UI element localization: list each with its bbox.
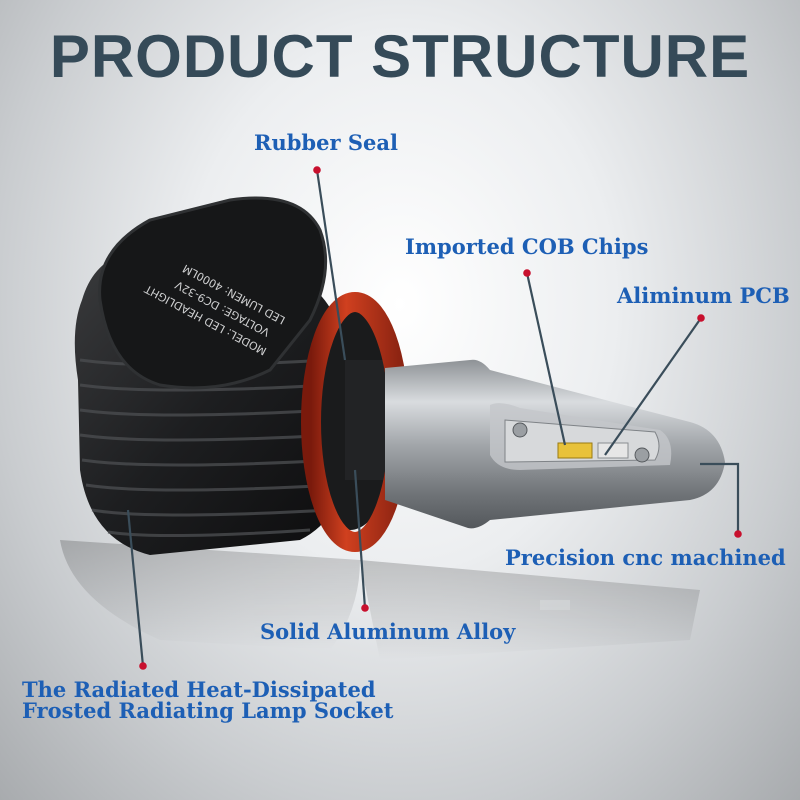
- leader-socket: [126, 509, 145, 667]
- label-aluminum-pcb: Aliminum PCB: [617, 283, 790, 308]
- leader-cnc: [700, 462, 740, 534]
- leader-alloy: [353, 469, 367, 609]
- leader-pcb: [604, 317, 702, 456]
- aluminum-body: [385, 359, 725, 529]
- leader-cob: [525, 272, 567, 446]
- heat-sink: [74, 196, 346, 555]
- label-lamp-socket-line-2: Frosted Radiating Lamp Socket: [22, 698, 394, 723]
- label-lamp-socket-line-1: The Radiated Heat-Dissipated: [22, 677, 376, 702]
- leader-rubber: [315, 169, 347, 361]
- label-lamp-socket: The Radiated Heat-Dissipated Frosted Rad…: [22, 679, 393, 721]
- bulb-reflection: [60, 540, 700, 660]
- label-rubber-seal: Rubber Seal: [254, 130, 398, 155]
- label-aluminum-alloy: Solid Aluminum Alloy: [260, 619, 516, 644]
- cob-chip: [557, 442, 593, 459]
- leader-lines: [126, 169, 740, 667]
- leader-dots: [139, 166, 742, 670]
- page-title: PRODUCT STRUCTURE: [49, 23, 751, 90]
- label-cnc-machined: Precision cnc machined: [505, 545, 786, 570]
- label-cob-chips: Imported COB Chips: [405, 234, 649, 259]
